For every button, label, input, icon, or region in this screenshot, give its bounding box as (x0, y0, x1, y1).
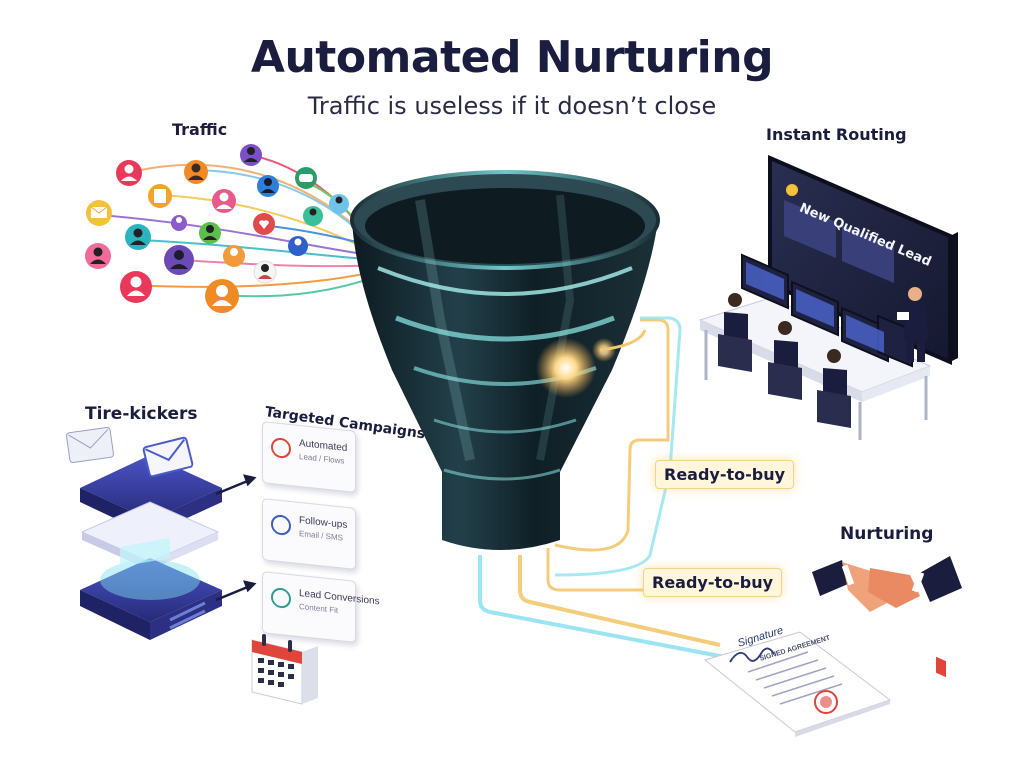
presenter-icon (897, 287, 928, 362)
page-subtitle: Traffic is useless if it doesn’t close (307, 92, 717, 120)
nurturing-label: Nurturing (840, 524, 934, 544)
person-icon (116, 160, 142, 186)
person-icon (223, 245, 245, 267)
person-icon (212, 189, 236, 213)
alert-icon (271, 437, 291, 460)
campaign-card-subtitle: Lead / Flows (299, 451, 345, 466)
ready-to-buy-badge: Ready-to-buy (643, 568, 783, 597)
person-icon (303, 206, 323, 226)
page-title: Automated Nurturing (250, 32, 774, 83)
stamp-icon (814, 690, 838, 714)
person-icon (329, 194, 349, 214)
person-icon (184, 160, 208, 184)
campaign-card: Lead Conversions Content Fit (262, 571, 380, 643)
contract-document (703, 631, 892, 737)
routing-office (698, 154, 958, 678)
person-icon (817, 349, 851, 428)
signature-scribble (729, 647, 775, 663)
arrow-icon (215, 474, 257, 496)
calendar-icon (251, 634, 318, 705)
instant-routing-label: Instant Routing (766, 125, 907, 144)
mail-icon (142, 436, 194, 478)
funnel (350, 170, 660, 550)
person-icon (240, 144, 262, 166)
traffic-label: Traffic (172, 120, 228, 139)
campaign-card-subtitle: Content Fit (299, 601, 339, 616)
campaign-card: Follow-ups Email / SMS (262, 498, 356, 570)
person-icon (288, 236, 308, 256)
campaign-card: Automated Lead / Flows (262, 421, 356, 493)
person-icon (199, 222, 221, 244)
person-icon (85, 243, 111, 269)
person-icon (205, 279, 239, 313)
chat-icon (295, 167, 317, 189)
ready-to-buy-badge: Ready-to-buy (655, 460, 795, 489)
person-icon (257, 175, 279, 197)
mail-icon (86, 200, 112, 226)
person-icon (120, 271, 152, 303)
person-icon (164, 245, 194, 275)
person-icon (125, 224, 151, 250)
person-icon (718, 293, 752, 372)
document-icon (148, 184, 172, 208)
server-stack (80, 455, 222, 640)
traffic-avatars (85, 144, 349, 313)
person-icon (768, 321, 802, 400)
mail-icon (66, 426, 114, 464)
handshake-icon (812, 556, 962, 612)
heart-icon (253, 213, 275, 235)
arrow-icon (215, 580, 257, 602)
campaign-card-title: Follow-ups (299, 514, 348, 532)
arrow-icon (271, 514, 291, 537)
campaign-card-title: Automated (299, 437, 348, 455)
person-icon (253, 260, 277, 284)
person-icon (171, 215, 187, 231)
ready-to-buy-flows (478, 316, 731, 660)
clock-icon (271, 587, 291, 610)
campaign-card-subtitle: Email / SMS (299, 528, 344, 543)
glow-point (536, 338, 596, 398)
tire-kickers-label: Tire-kickers (85, 404, 198, 424)
